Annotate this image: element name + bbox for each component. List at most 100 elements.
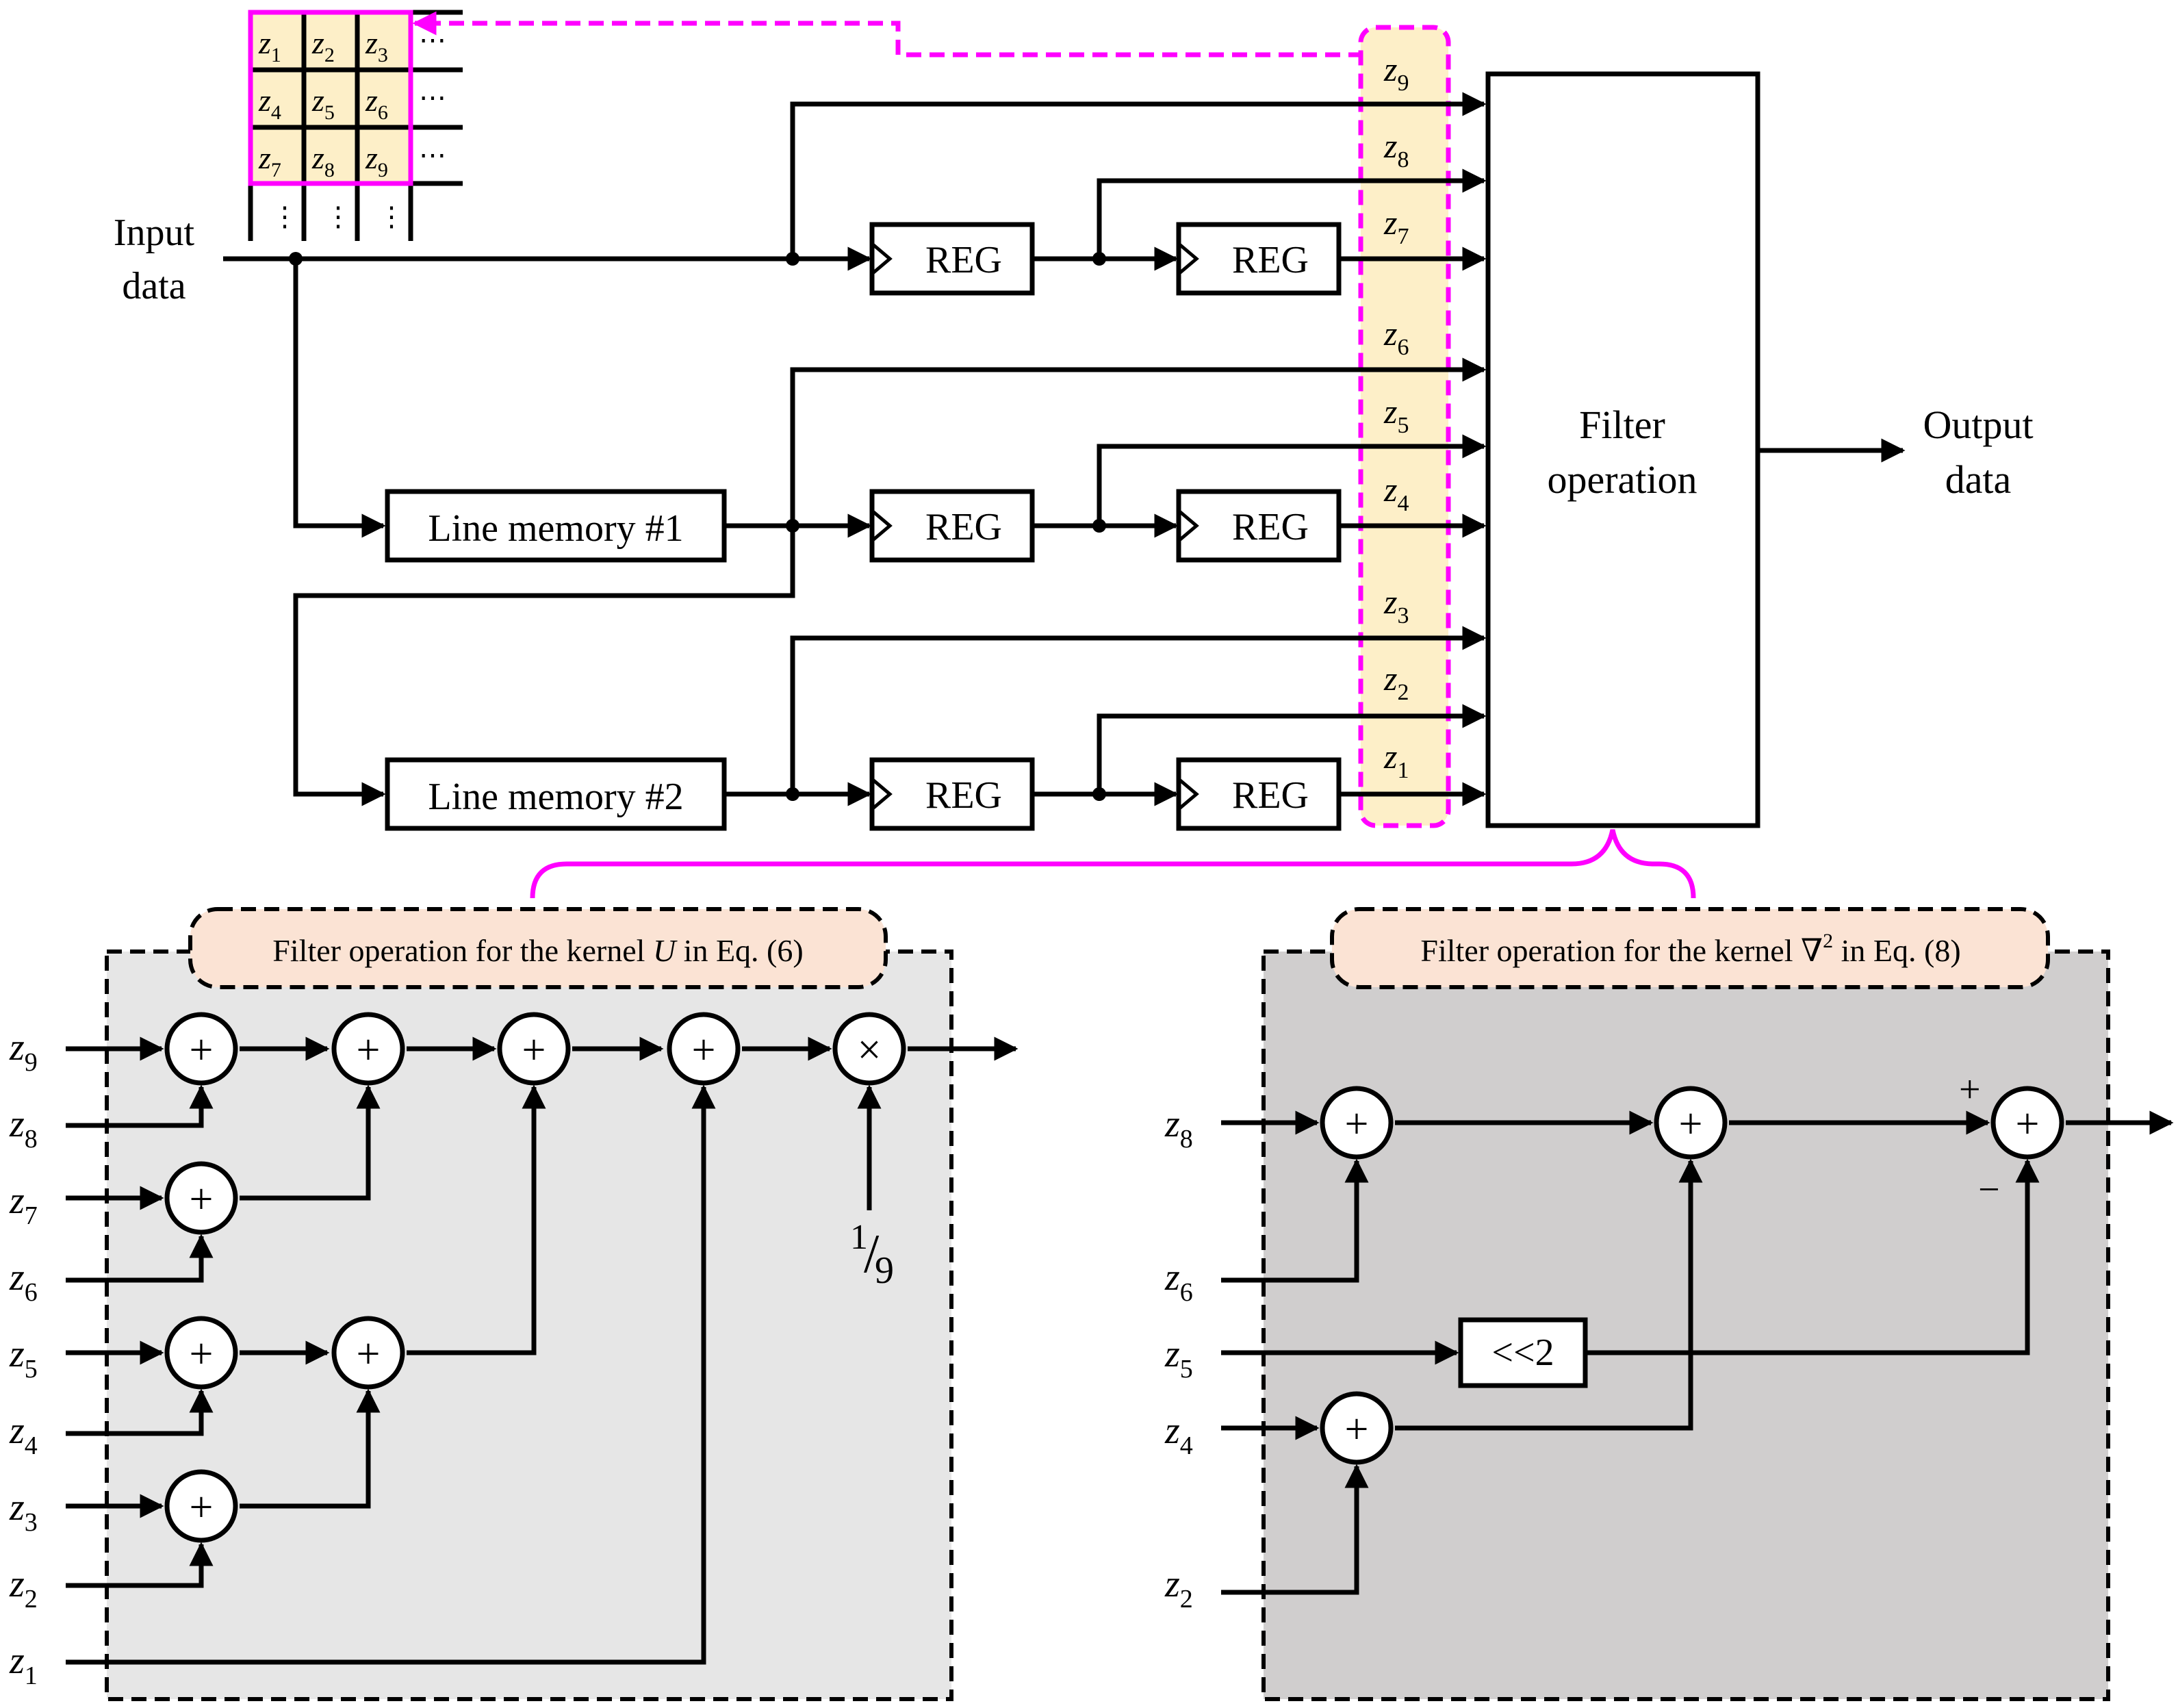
reg-block: [1176, 489, 1342, 563]
clock-icon: [871, 509, 893, 542]
input-label-z5: z5: [9, 1333, 38, 1384]
wire-z9: [790, 92, 1487, 259]
window-cell: z2: [311, 25, 335, 66]
input-label: Input: [114, 212, 195, 254]
z-label: z2: [1383, 659, 1409, 705]
line-memory-1-label: Line memory #1: [428, 507, 683, 550]
left-operators: + + + + × + + + +: [164, 1012, 906, 1543]
input-label-z2: z2: [1164, 1563, 1193, 1614]
input-label: data: [122, 265, 185, 307]
reg-label: REG: [1232, 239, 1309, 281]
adder: [331, 1012, 405, 1086]
filter-label: operation: [1547, 457, 1697, 502]
window-cell: z7: [258, 140, 281, 181]
wire: [240, 1084, 381, 1201]
adder: [497, 1012, 571, 1086]
window-cell: z8: [311, 140, 335, 181]
junction-dot: [289, 252, 303, 266]
junction-dot: [1092, 252, 1106, 266]
brace: [530, 829, 1696, 899]
wire-z3: [790, 626, 1487, 794]
adder: [667, 1012, 741, 1086]
minus-sign: −: [1978, 1169, 2000, 1211]
wire: [1221, 1464, 1369, 1595]
z-label: z8: [1383, 127, 1409, 173]
plus-icon: +: [357, 1027, 381, 1073]
input-label-z6: z6: [9, 1256, 38, 1307]
adder: [1320, 1086, 1394, 1160]
plus-icon: +: [190, 1331, 214, 1377]
input-label-z7: z7: [9, 1180, 38, 1230]
input-label-z6: z6: [1164, 1256, 1193, 1307]
wire: [1395, 1158, 1703, 1431]
wire-z5: [1097, 434, 1487, 526]
adder: [164, 1012, 238, 1086]
window-cell: z4: [258, 83, 281, 124]
right-panel: [1261, 949, 2110, 1701]
feedback-arrow: [412, 11, 1365, 58]
wire: [66, 1388, 214, 1436]
window-cell: z1: [258, 25, 281, 66]
right-wiring: [1221, 1110, 2174, 1595]
input-label-z3: z3: [9, 1486, 38, 1537]
clock-icon: [1177, 242, 1199, 275]
adder: [331, 1316, 405, 1390]
wire: [66, 1084, 716, 1665]
filter-operation-block: [1485, 71, 1760, 828]
shift-block: [1458, 1317, 1588, 1388]
plus-icon: +: [190, 1176, 214, 1223]
plus-icon: +: [1345, 1406, 1369, 1453]
z-label: z3: [1383, 583, 1409, 628]
right-panel-title: Filter operation for the kernel ∇2 in Eq…: [1420, 930, 1960, 968]
wire: [66, 1542, 214, 1588]
wire: [1587, 1158, 2040, 1355]
wire: [1221, 1158, 1369, 1283]
adder: [164, 1469, 238, 1543]
line-memory-2-label: Line memory #2: [428, 776, 683, 818]
ellipsis-vertical: ⋮: [271, 201, 298, 232]
input-label-z4: z4: [1164, 1410, 1193, 1460]
line-memory-1: [385, 489, 727, 563]
plus-icon: +: [2016, 1101, 2040, 1147]
z-label: z1: [1383, 737, 1409, 783]
plus-sign: +: [1959, 1069, 1981, 1111]
left-panel-header: [188, 907, 888, 989]
wire: [66, 1084, 214, 1128]
ellipsis-horizontal: ⋯: [419, 82, 446, 113]
clock-icon: [1177, 778, 1199, 811]
wire-z8: [1097, 168, 1487, 259]
left-wiring: [66, 1036, 1018, 1665]
reg-label: REG: [1232, 774, 1309, 817]
plus-icon: +: [357, 1331, 381, 1377]
line-memory-2: [385, 757, 727, 831]
z-label: z4: [1383, 470, 1409, 516]
window-cell: z6: [365, 83, 388, 124]
window-cell: z3: [365, 25, 388, 66]
right-panel-header: [1330, 907, 2050, 989]
ellipsis-vertical: ⋮: [324, 201, 352, 232]
reg-block: [1176, 222, 1342, 296]
scale-slash: /: [864, 1224, 880, 1284]
junction-dot: [786, 519, 799, 533]
plus-icon: +: [1679, 1101, 1703, 1147]
output-label: data: [1945, 457, 2012, 502]
output-label: Output: [1923, 403, 2033, 447]
clock-icon: [871, 242, 893, 275]
right-operators: + + + +: [1320, 1086, 2064, 1465]
adder: [164, 1316, 238, 1390]
input-label-z2: z2: [9, 1563, 38, 1614]
reg-block: [869, 222, 1035, 296]
junction-dot: [786, 252, 799, 266]
shift-label: <<2: [1491, 1331, 1554, 1374]
junction-dot: [1092, 519, 1106, 533]
scale-numerator: 1: [850, 1218, 868, 1257]
right-input-labels: z8 z6 z5 z4 z2: [1164, 1103, 1193, 1614]
wire-to-line-memory-1: [293, 259, 386, 538]
plus-icon: +: [692, 1027, 716, 1073]
z-label: z7: [1383, 203, 1409, 249]
plus-icon: +: [522, 1027, 546, 1073]
window-cell: z9: [365, 140, 388, 181]
window-cell: z5: [311, 83, 335, 124]
adder: [1654, 1086, 1728, 1160]
input-label-z1: z1: [9, 1640, 38, 1690]
